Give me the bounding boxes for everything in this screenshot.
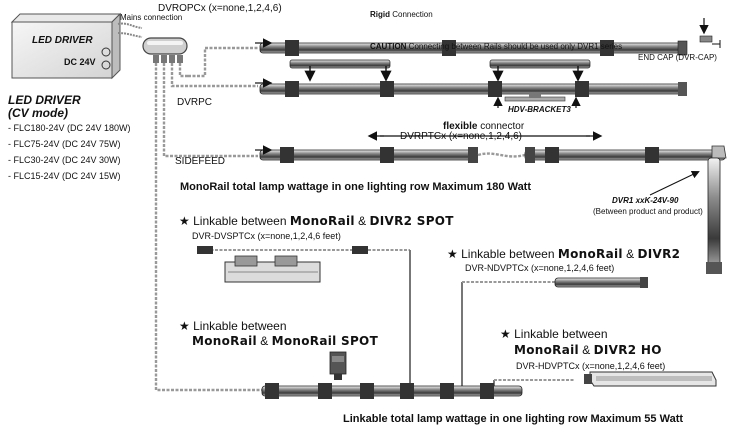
- splitter-hub: [142, 37, 188, 63]
- flexible-rail-row: [259, 147, 726, 163]
- linkable-divr2-ho-names: MonoRail & DIVR2 HO: [514, 343, 662, 357]
- divr2-ho-fixture: [493, 371, 717, 388]
- bracket-label: HDV-BRACKET3: [508, 105, 571, 114]
- monorail-spot: [329, 351, 347, 380]
- dvr-hdvptc-label: DVR-HDVPTCx (x=none,1,2,4,6 feet): [516, 361, 666, 371]
- linkable-divr2-heading: ★ Linkable between MonoRail & DIVR2: [447, 247, 681, 261]
- driver-box-voltage: DC 24V: [64, 57, 96, 67]
- divr2-spot-fixture: [197, 246, 411, 390]
- corner-vertical-rail: [649, 145, 727, 274]
- linkable-divr2-ho-heading: ★ Linkable between: [500, 327, 608, 341]
- divr2-fixture: [461, 277, 648, 390]
- driver-title: LED DRIVER: [8, 93, 81, 107]
- monorail-max-180-note: MonoRail total lamp wattage in one light…: [180, 181, 532, 193]
- linkable-divr2-spot-heading: ★ Linkable between MonoRail & DIVR2 SPOT: [179, 214, 454, 228]
- linkable-monorail-spot-names: MonoRail & MonoRail SPOT: [192, 334, 379, 348]
- caution-note: CAUTION Connecting between Rails should …: [370, 42, 623, 51]
- led-driver-box: [10, 12, 122, 80]
- driver-mode: (CV mode): [8, 106, 68, 120]
- driver-model: - FLC75-24V (DC 24V 75W): [8, 139, 121, 149]
- dvrptc-label: DVRPTCx (x=none,1,2,4,6): [400, 131, 522, 142]
- corner-note: (Between product and product): [593, 207, 703, 216]
- dvr-ndvptc-label: DVR-NDVPTCx (x=none,1,2,4,6 feet): [465, 263, 615, 273]
- sidefeed-label: SIDEFEED: [175, 156, 226, 167]
- hdv-bracket: [493, 92, 581, 108]
- driver-model: - FLC15-24V (DC 24V 15W): [8, 171, 121, 181]
- corner-model-label: DVR1 xxK-24V-90: [612, 196, 679, 205]
- rail-row-two: [259, 59, 687, 97]
- driver-model: - FLC30-24V (DC 24V 30W): [8, 155, 121, 165]
- dvr-dvsptc-label: DVR-DVSPTCx (x=none,1,2,4,6 feet): [192, 231, 341, 241]
- dvropc-label: DVROPCx (x=none,1,2,4,6): [158, 3, 282, 14]
- bottom-linkable-row: [261, 383, 523, 399]
- mains-connection-label: Mains connection: [120, 13, 183, 22]
- end-cap-label: END CAP (DVR-CAP): [638, 53, 717, 62]
- rigid-connection-label: Rigid Connection: [370, 10, 433, 19]
- driver-box-label: LED DRIVER: [32, 35, 93, 46]
- flexible-connector-label: flexible connector: [443, 121, 525, 132]
- end-cap: [699, 18, 721, 48]
- dvrpc-label: DVRPC: [177, 97, 213, 108]
- rigid-rail-row: [259, 40, 688, 56]
- linkable-max-55-note: Linkable total lamp wattage in one light…: [343, 413, 684, 425]
- driver-model: - FLC180-24V (DC 24V 180W): [8, 123, 131, 133]
- linkable-monorail-spot-heading: ★ Linkable between: [179, 319, 287, 333]
